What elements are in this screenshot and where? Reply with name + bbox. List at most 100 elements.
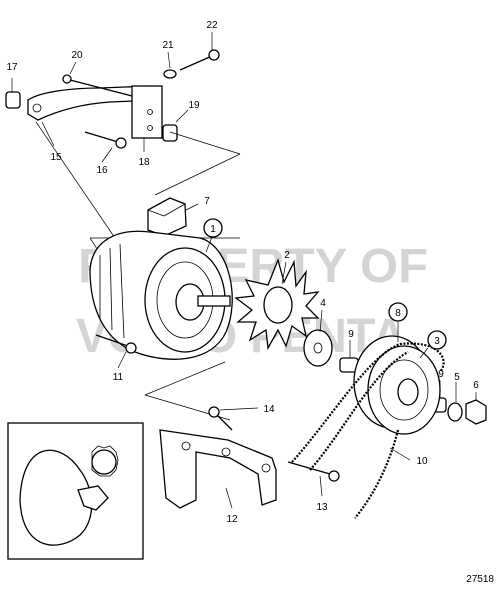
spacer-4-bore	[313, 342, 323, 354]
callout-2: 2	[284, 250, 290, 261]
guide-line	[169, 131, 241, 155]
screw-20-shank	[69, 79, 133, 97]
bracket-12-hole	[261, 463, 271, 473]
leader-19	[175, 109, 189, 123]
callout-17: 17	[6, 62, 18, 73]
callout-5: 5	[454, 372, 460, 383]
alternator	[89, 230, 233, 360]
cooling-fan	[234, 257, 320, 351]
leader-20	[69, 61, 77, 75]
leader-4	[319, 309, 323, 333]
spacer-4	[303, 329, 333, 367]
callout-4: 4	[320, 298, 326, 309]
leader-14	[219, 407, 259, 411]
alternator-fins	[99, 243, 125, 339]
leader-2	[281, 261, 287, 285]
leader-13	[319, 475, 323, 497]
callout-21: 21	[162, 40, 174, 51]
callout-22: 22	[206, 20, 218, 31]
guide-line	[35, 121, 116, 239]
bushing-19	[162, 124, 178, 142]
washer-21	[163, 69, 177, 79]
bracket-12-hole	[221, 447, 231, 457]
callout-13: 13	[316, 502, 328, 513]
leader-21	[167, 51, 171, 69]
fan-hub	[263, 286, 293, 324]
regulator-body	[147, 197, 187, 237]
upper-bracket-assembly	[5, 49, 220, 149]
bolt-22-shank	[179, 55, 213, 71]
leader-15	[41, 121, 55, 147]
voltage-regulator	[147, 197, 187, 237]
callout-3-circle	[427, 330, 447, 350]
guide-line	[154, 153, 241, 196]
bolt-11-head	[125, 342, 137, 354]
belt-lower	[309, 351, 409, 471]
callout-14: 14	[263, 404, 275, 415]
washer-5	[447, 402, 463, 422]
pulley-groove	[379, 359, 429, 421]
drive-belts	[291, 342, 445, 519]
bolt-13-shank	[287, 461, 331, 475]
overview-inset	[7, 422, 144, 560]
regulator-edge	[147, 209, 165, 217]
callout-10: 10	[416, 456, 428, 467]
callout-20: 20	[71, 50, 83, 61]
bracket-12-hole	[181, 441, 191, 451]
leader-12	[225, 487, 233, 509]
spacer-block-hole-upper	[147, 109, 153, 115]
leader-16	[101, 147, 113, 163]
callout-1: 1	[210, 224, 216, 235]
lower-bracket-assembly	[159, 406, 340, 509]
screw-14-head	[208, 406, 220, 418]
figure-number: 27518	[466, 574, 494, 585]
regulator-edge	[163, 203, 186, 217]
callout-8: 8	[395, 308, 401, 319]
belt-drop	[354, 429, 400, 519]
nut-6	[465, 399, 487, 425]
bolt-13-head	[328, 470, 340, 482]
spacer-block	[131, 85, 163, 139]
bolt-16-shank	[84, 131, 119, 143]
inset-bracket	[77, 485, 109, 511]
callout-8-circle	[388, 302, 408, 322]
drive-pulley	[353, 335, 441, 435]
guide-line	[144, 361, 226, 396]
callout-11: 11	[113, 372, 124, 383]
callout-15: 15	[50, 152, 62, 163]
bolt-16-head	[115, 137, 127, 149]
callout-9a: 9	[348, 329, 354, 340]
inset-pulley	[91, 449, 117, 475]
bolt-11-shank	[95, 334, 129, 347]
callout-18: 18	[138, 157, 150, 168]
callout-1-circle	[203, 218, 223, 238]
alternator-shaft	[197, 295, 231, 307]
screw-20-head	[62, 74, 72, 84]
callout-labels: 1 2 3 4 5 6 7 8 9 9 10 11 12 13 14 15 16…	[6, 20, 479, 525]
leader-7	[185, 203, 199, 211]
leader-10	[389, 447, 411, 461]
bracket-arm-hole	[32, 103, 42, 113]
callout-circles	[203, 218, 447, 350]
bushing-17	[5, 91, 21, 109]
callout-16: 16	[96, 165, 108, 176]
bolt-22-head	[208, 49, 220, 61]
inset-fan	[91, 445, 119, 477]
leader-3	[419, 347, 429, 359]
callout-3: 3	[434, 336, 440, 347]
leader-lines	[11, 32, 477, 509]
spacer-block-hole-lower	[147, 125, 153, 131]
callout-7: 7	[204, 196, 210, 207]
pulley-hub	[397, 378, 419, 406]
leader-1	[205, 236, 213, 253]
screw-14-shank	[215, 413, 233, 431]
belt-upper	[291, 342, 445, 463]
callout-12: 12	[226, 514, 238, 525]
leader-11	[117, 351, 127, 369]
callout-6: 6	[473, 380, 479, 391]
bracket-12	[159, 429, 277, 509]
callout-19: 19	[188, 100, 200, 111]
callout-9b: 9	[438, 369, 444, 380]
